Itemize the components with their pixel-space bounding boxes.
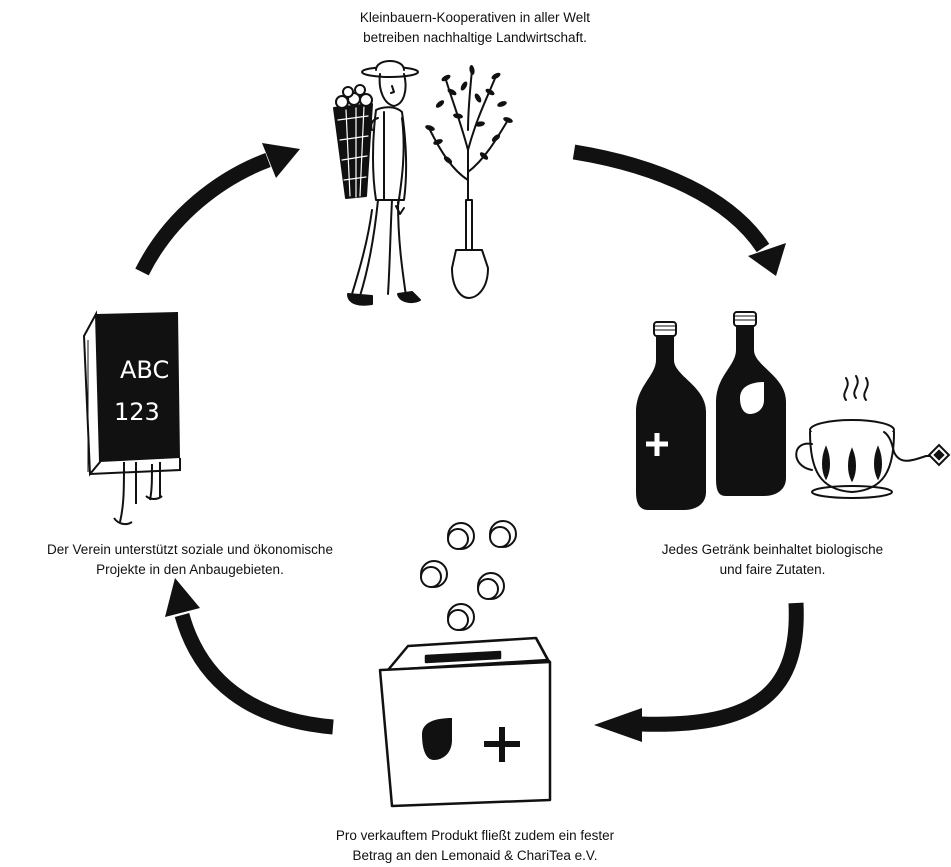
- tea-bottle-icon: [716, 311, 786, 496]
- book-letters: ABC: [120, 356, 169, 384]
- caption-farm: Kleinbauern-Kooperativen in aller Welt b…: [359, 10, 591, 45]
- caption-drinks: Jedes Getränk beinhaltet biologische und…: [661, 542, 884, 577]
- shovel-icon: [451, 199, 489, 299]
- farmer-icon: [333, 60, 421, 306]
- tea-cup-icon: [795, 375, 951, 499]
- caption-projects: Der Verein unterstützt soziale und ökono…: [47, 542, 333, 577]
- arrow-drinks-to-donation: [594, 602, 804, 742]
- book-numbers: 123: [114, 398, 160, 426]
- arrow-donation-to-projects: [165, 578, 334, 735]
- arrow-projects-to-farm: [135, 143, 300, 276]
- school-book-icon: ABC 123: [82, 310, 181, 526]
- arrow-farm-to-drinks: [572, 144, 786, 276]
- donation-box-icon: [378, 636, 552, 808]
- tree-icon: [425, 65, 513, 251]
- caption-donation: Pro verkauftem Produkt fließt zudem ein …: [335, 828, 615, 863]
- coin-icon: [420, 520, 517, 631]
- lemonade-bottle-icon: [636, 321, 706, 510]
